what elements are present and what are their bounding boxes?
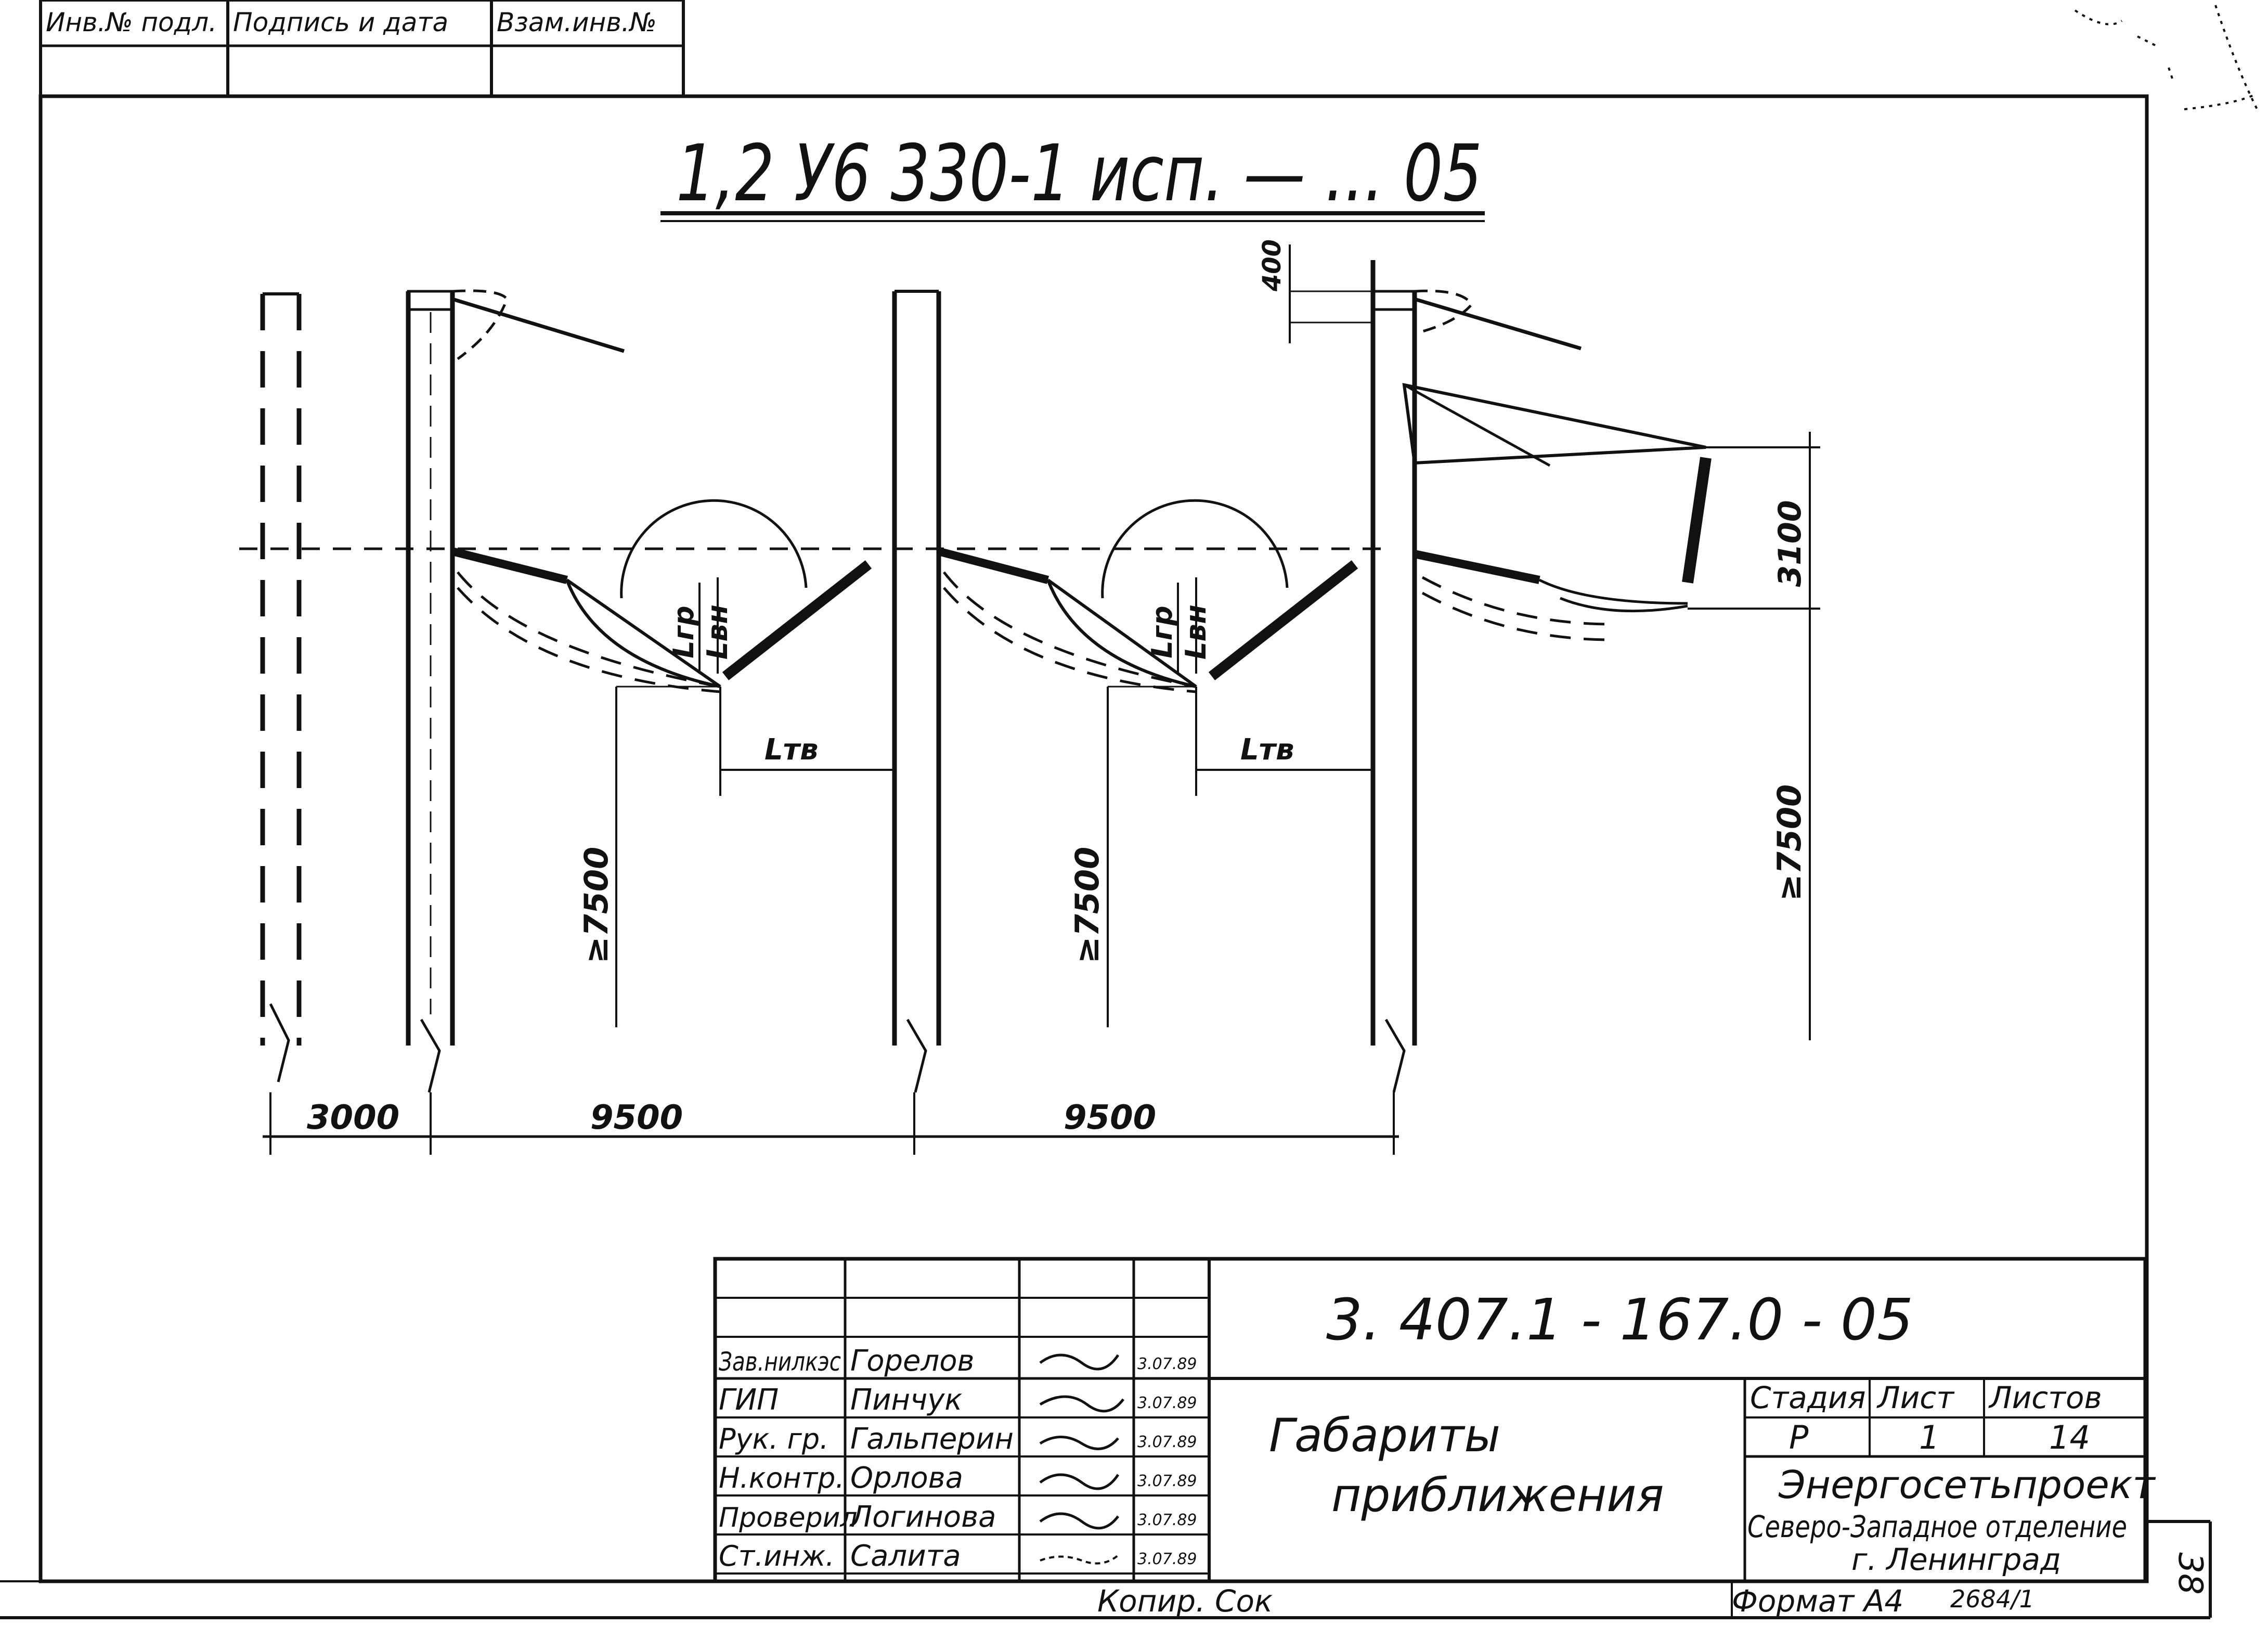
document-name-line2: приближения: [1331, 1468, 1664, 1522]
sig-name: Пинчук: [850, 1383, 962, 1417]
clearance-tb-b: Lтв: [1240, 733, 1294, 767]
dim-3000: 3000: [307, 1099, 399, 1137]
sheets-value: 14: [2049, 1418, 2090, 1456]
dim-9500-b: 9500: [1064, 1099, 1156, 1137]
scan-specks: [2074, 5, 2258, 110]
dim-height-b: ≥7500: [1068, 847, 1106, 964]
stamp-signature-label: Подпись и дата: [233, 7, 448, 37]
copied-note: Копир. Сок: [1097, 1583, 1273, 1619]
sig-name: Горелов: [850, 1344, 975, 1378]
clearance-tb-a: Lтв: [764, 733, 819, 767]
organization-branch: Северо-Западное отделение: [1747, 1509, 2127, 1544]
sig-date: 3.07.89: [1137, 1433, 1197, 1451]
sig-date: 3.07.89: [1137, 1550, 1197, 1568]
clearance-gr-b: Lгр: [1146, 605, 1178, 658]
pole-dashed: [260, 292, 302, 1082]
dim-height-a: ≥7500: [577, 847, 615, 964]
stage-value: Р: [1789, 1418, 1809, 1456]
dim-3100: 3100: [1772, 500, 1808, 587]
sheet-number: 38: [2171, 1552, 2209, 1594]
title-block: 3. 407.1 - 167.0 - 05 Габариты приближен…: [713, 1257, 2156, 1619]
signature-mark: [1039, 1473, 1120, 1490]
top-stamp: Инв.№ подл. Подпись и дата Взам.инв.№: [39, 0, 685, 98]
sheet-value: 1: [1919, 1418, 1939, 1456]
stamp-replace-label: Взам.инв.№: [497, 7, 657, 37]
drawing-title-group: 1,2 У6 330-1 исп. — ... 05: [660, 128, 1485, 222]
document-name-line1: Габариты: [1269, 1409, 1500, 1462]
signature-rows: Зав.нилкэс Горелов 3.07.89 ГИП Пинчук 3.…: [719, 1344, 1197, 1573]
signature-mark: [1039, 1353, 1120, 1371]
sig-role: ГИП: [719, 1383, 779, 1417]
signature-mark: [1039, 1436, 1119, 1450]
sheets-header: Листов: [1988, 1380, 2102, 1415]
sig-date: 3.07.89: [1137, 1394, 1197, 1412]
sig-name: Логинова: [849, 1500, 996, 1534]
sig-name: Гальперин: [850, 1422, 1014, 1456]
inventory-number: 2684/1: [1950, 1585, 2034, 1613]
dim-height-c: ≥7500: [1770, 784, 1808, 901]
paper-format: Формат А4: [1732, 1583, 1903, 1619]
organization-city: г. Ленинград: [1851, 1542, 2061, 1577]
signature-mark: [1040, 1554, 1119, 1565]
dim-9500-a: 9500: [590, 1099, 683, 1137]
sig-role: Зав.нилкэс: [719, 1347, 841, 1377]
sig-date: 3.07.89: [1137, 1472, 1197, 1490]
dimension-lines: [263, 244, 1820, 1155]
poles: [260, 260, 1820, 1093]
sig-role: Проверил: [719, 1502, 858, 1533]
signature-mark: [1039, 1512, 1119, 1530]
organization-name: Энергосетьпроект: [1778, 1463, 2156, 1507]
stamp-inv-label: Инв.№ подл.: [46, 7, 217, 37]
drawing-title: 1,2 У6 330-1 исп. — ... 05: [676, 128, 1482, 219]
sig-date: 3.07.89: [1137, 1511, 1197, 1529]
sig-date: 3.07.89: [1137, 1355, 1197, 1373]
clearance-bn-b: Lвн: [1180, 604, 1212, 660]
signature-mark: [1039, 1395, 1124, 1413]
clearance-bn-a: Lвн: [701, 604, 734, 660]
dimension-texts: 3000 9500 9500 ≥7500 ≥7500 ≥7500 400 310…: [307, 239, 1808, 1137]
sig-role: Ст.инж.: [719, 1540, 835, 1572]
sig-role: Н.контр.: [719, 1462, 845, 1494]
pole-3: [1370, 260, 1820, 1093]
pole-2: [892, 290, 1358, 1093]
sig-name: Салита: [850, 1539, 961, 1573]
stage-header: Стадия: [1750, 1380, 1866, 1415]
pole-1: [406, 289, 872, 1093]
clearance-gr-a: Lгр: [667, 605, 700, 658]
document-code: 3. 407.1 - 167.0 - 05: [1326, 1286, 1913, 1353]
sig-role: Рук. гр.: [719, 1423, 828, 1455]
sig-name: Орлова: [850, 1461, 963, 1495]
sheet-header: Лист: [1876, 1380, 1955, 1415]
dim-400: 400: [1258, 239, 1287, 292]
